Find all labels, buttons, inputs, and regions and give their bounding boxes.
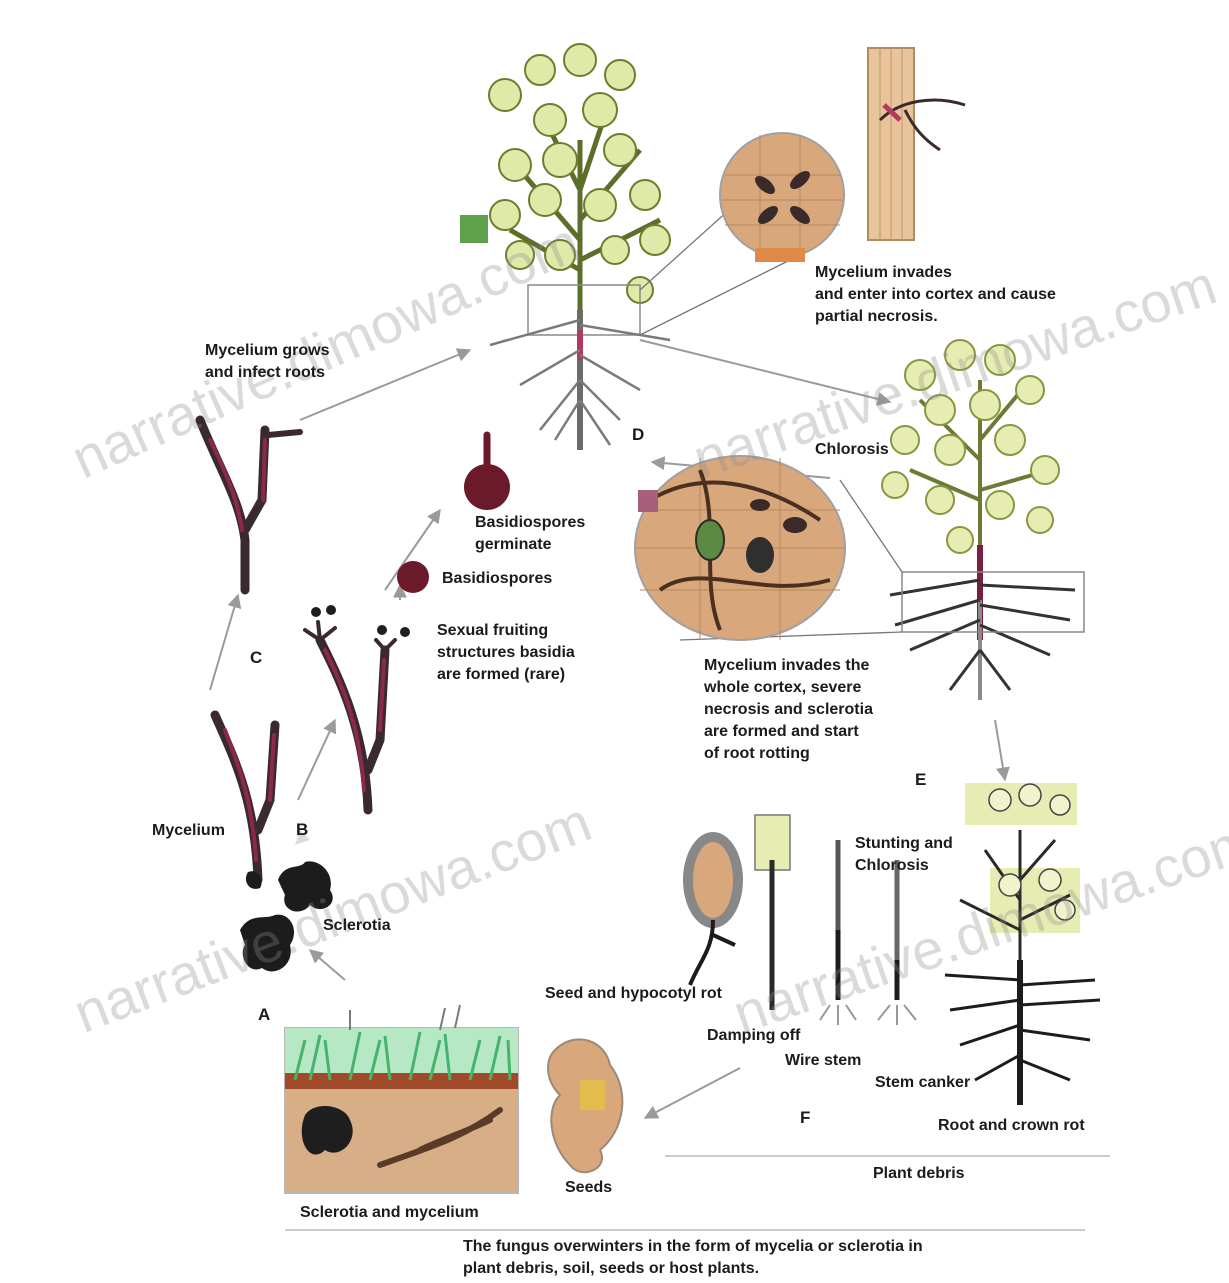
cortex-section-top <box>720 133 844 262</box>
root-rot-plant <box>945 783 1100 1105</box>
cortex-section-severe <box>635 456 845 640</box>
hyphae-mycelium <box>215 715 275 880</box>
label-mycelium-grows: Mycelium grows and infect roots <box>205 340 329 384</box>
spores <box>311 605 410 637</box>
label-seeds: Seeds <box>565 1177 612 1199</box>
label-root-crown-rot: Root and crown rot <box>938 1115 1085 1137</box>
top-plant <box>460 44 670 450</box>
label-stem-canker: Stem canker <box>875 1072 970 1094</box>
stage-letter-d: D <box>632 425 644 445</box>
label-mycelium-invades-cortex: Mycelium invades and enter into cortex a… <box>815 262 1056 328</box>
chlorotic-plant <box>882 340 1084 700</box>
label-overwinter-note: The fungus overwinters in the form of my… <box>463 1236 923 1280</box>
label-chlorosis: Chlorosis <box>815 439 889 461</box>
stage-letter-a: A <box>258 1005 270 1025</box>
label-wire-stem: Wire stem <box>785 1050 861 1072</box>
stage-letter-b: B <box>296 820 308 840</box>
label-sexual-fruiting: Sexual fruiting structures basidia are f… <box>437 620 575 686</box>
label-basidiospores: Basidiospores <box>442 568 552 590</box>
label-damping-off: Damping off <box>707 1025 800 1047</box>
label-seed-hypocotyl-rot: Seed and hypocotyl rot <box>545 983 722 1005</box>
label-basidiospores-germinate: Basidiospores germinate <box>475 512 585 556</box>
label-sclerotia: Sclerotia <box>323 915 391 937</box>
label-mycelium-whole-cortex: Mycelium invades the whole cortex, sever… <box>704 655 873 765</box>
germinating-basidiospore <box>464 435 510 510</box>
seeds-illustration <box>548 1039 622 1172</box>
basidia-structures <box>305 622 395 810</box>
basidiospore <box>397 561 429 593</box>
soil-box <box>285 1005 518 1193</box>
root-longitudinal-section <box>868 48 965 240</box>
stage-letter-f: F <box>800 1108 810 1128</box>
label-plant-debris: Plant debris <box>873 1163 965 1185</box>
label-sclerotia-and-mycelium: Sclerotia and mycelium <box>300 1202 479 1224</box>
stage-letter-e: E <box>915 770 926 790</box>
hyphae-infecting <box>200 420 300 590</box>
label-mycelium: Mycelium <box>152 820 225 842</box>
label-stunting-chlorosis: Stunting and Chlorosis <box>855 833 953 877</box>
stage-letter-c: C <box>250 648 262 668</box>
